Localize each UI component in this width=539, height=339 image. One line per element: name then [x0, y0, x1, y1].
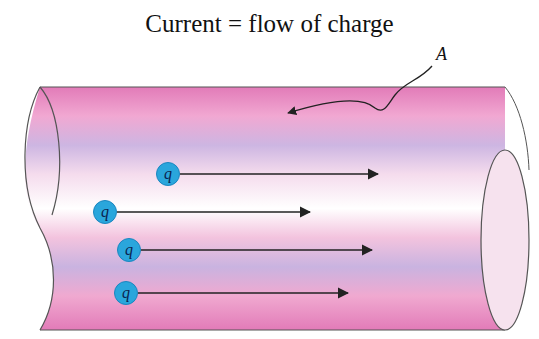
- charge-arrows: [117, 174, 378, 293]
- title: Current = flow of charge: [145, 10, 393, 38]
- charge-circle: q: [114, 281, 138, 305]
- charge-symbol: q: [101, 204, 109, 220]
- charge-symbol: q: [122, 285, 130, 301]
- charge-circle: q: [117, 238, 141, 262]
- charge-symbol: q: [125, 242, 133, 258]
- area-label: A: [436, 44, 447, 65]
- charge-symbol: q: [164, 166, 172, 182]
- charge-circle: q: [93, 200, 117, 224]
- pipe: [25, 87, 529, 330]
- charge-circle: q: [156, 162, 180, 186]
- leader-line: [288, 66, 432, 113]
